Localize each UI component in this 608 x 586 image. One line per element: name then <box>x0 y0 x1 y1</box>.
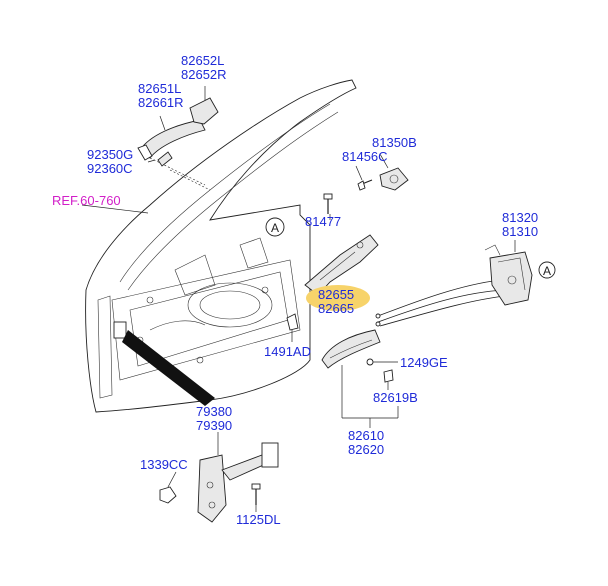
view-a-label-right: A <box>543 264 551 278</box>
handle-cover <box>189 97 219 125</box>
label-1125dl: 1125DL <box>236 512 281 527</box>
label-81310: 81310 <box>502 224 538 239</box>
label-81350b: 81350B <box>372 135 417 150</box>
outside-handle <box>137 119 206 161</box>
bolt-1249ge <box>366 358 398 366</box>
inside-door-handle <box>321 329 381 369</box>
label-79380: 79380 <box>196 404 232 419</box>
label-ref-60-760: REF.60-760 <box>52 193 121 208</box>
nut-1339cc <box>159 486 177 504</box>
label-81477: 81477 <box>305 214 341 229</box>
label-82661r: 82661R <box>138 95 184 110</box>
handle-pad <box>157 151 173 167</box>
door-checker <box>197 442 279 523</box>
leader-lines <box>81 86 516 512</box>
clip-1491ad <box>286 313 299 331</box>
bolt-1125dl <box>251 483 261 505</box>
striker-81350b <box>379 167 409 191</box>
label-82655: 82655 <box>318 287 354 302</box>
view-a-marker-right: A <box>538 261 556 279</box>
label-81456c: 81456C <box>342 149 388 164</box>
label-82651l: 82651L <box>138 81 181 96</box>
label-82652l: 82652L <box>181 53 224 68</box>
label-1339cc: 1339CC <box>140 457 188 472</box>
label-82610: 82610 <box>348 428 384 443</box>
view-a-marker-left: A <box>265 217 285 237</box>
bolt-81477 <box>323 193 333 214</box>
door-cables <box>375 279 506 327</box>
label-81320: 81320 <box>502 210 538 225</box>
label-82652r: 82652R <box>181 67 227 82</box>
view-a-label-left: A <box>271 221 279 235</box>
part-labels: 82652L 82652R 82651L 82661R 92350G 92360… <box>52 53 538 527</box>
label-92350g: 92350G <box>87 147 133 162</box>
label-82619b: 82619B <box>373 390 418 405</box>
label-1249ge: 1249GE <box>400 355 448 370</box>
label-82620: 82620 <box>348 442 384 457</box>
label-1491ad: 1491AD <box>264 344 311 359</box>
highlight-82655 <box>306 285 370 311</box>
label-79390: 79390 <box>196 418 232 433</box>
front-door-panel <box>85 79 357 413</box>
door-latch <box>484 244 533 306</box>
bolt-81456c <box>357 179 373 191</box>
label-82665: 82665 <box>318 301 354 316</box>
clip-82619b <box>383 369 394 383</box>
label-92360c: 92360C <box>87 161 133 176</box>
